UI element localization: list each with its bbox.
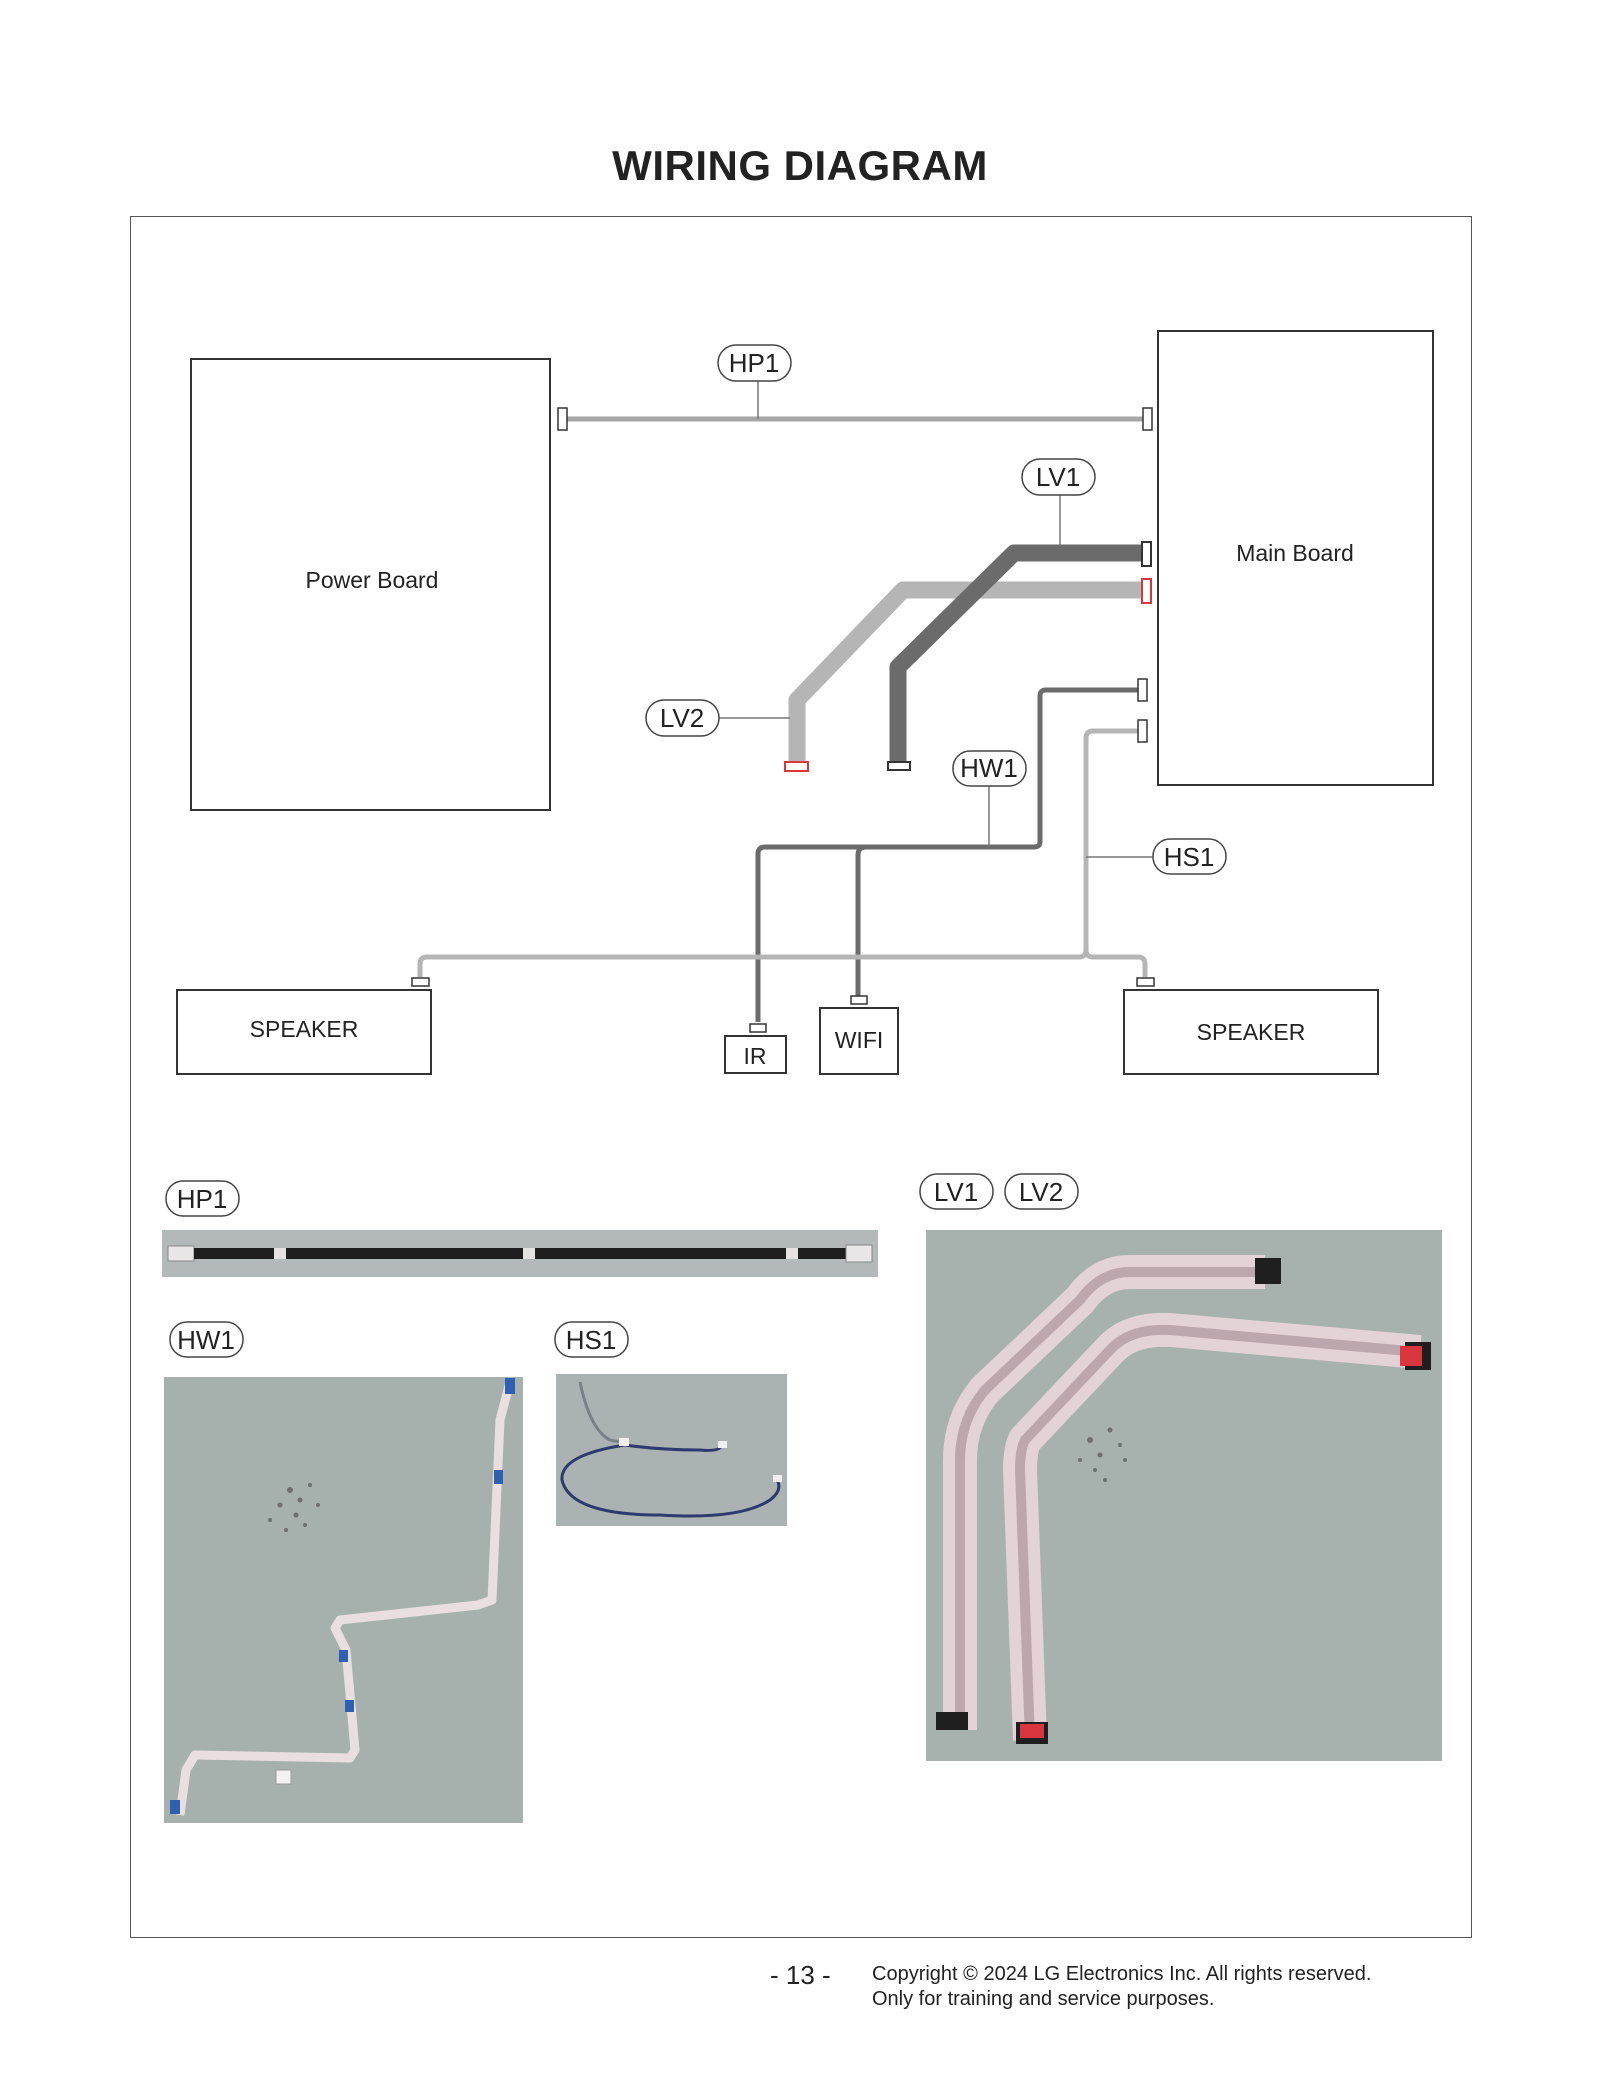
page-number: - 13 - [770, 1960, 831, 1990]
hp1-tag [717, 344, 792, 382]
hs1-cable-right [1083, 949, 1148, 977]
photo-tag-hw1-label: HW1 [177, 1325, 235, 1355]
hw1-connector-ir [749, 1023, 767, 1033]
photo-tag-lv1 [919, 1173, 994, 1210]
photo-tag-lv2 [1004, 1173, 1079, 1210]
lv2-connector-end [784, 761, 809, 772]
photo-tag-hp1-label: HP1 [177, 1184, 228, 1214]
lv1-tag [1021, 458, 1096, 496]
hs1-connector-main [1137, 719, 1148, 743]
hw1-connector-wifi [850, 995, 868, 1005]
photo-hw1 [164, 1377, 523, 1823]
lv1-connector-main [1141, 541, 1152, 567]
photo-hp1 [162, 1230, 878, 1277]
photo-hs1 [556, 1374, 787, 1526]
lv2-cable [788, 581, 1144, 762]
hw1-tag [952, 750, 1027, 787]
photo-tag-hs1-label: HS1 [566, 1325, 617, 1355]
hw1-connector-main [1137, 678, 1148, 702]
hp1-connector-main [1142, 407, 1153, 431]
hs1-cable-trunk [1083, 728, 1139, 950]
photo-tag-hp1 [165, 1180, 240, 1217]
photo-tag-lv2-label: LV2 [1019, 1177, 1063, 1207]
power-board [190, 358, 551, 811]
diagram-frame [130, 216, 1472, 1938]
hw1-tag-label: HW1 [960, 753, 1018, 783]
lv2-connector-main [1141, 578, 1152, 604]
lv1-connector-end [887, 761, 911, 771]
ir-label: IR [744, 1043, 767, 1069]
ir-box [724, 1035, 787, 1074]
lv1-tag-label: LV1 [1036, 462, 1080, 492]
hs1-connector-left [411, 977, 430, 987]
speaker-left-label: SPEAKER [250, 1016, 359, 1042]
lv2-tag [645, 699, 720, 737]
wifi-box [819, 1007, 899, 1075]
hs1-tag-label: HS1 [1164, 842, 1215, 872]
speaker-right-label: SPEAKER [1197, 1019, 1306, 1045]
speaker-left [176, 989, 432, 1075]
photo-tag-lv1-label: LV1 [934, 1177, 978, 1207]
speaker-right [1123, 989, 1379, 1075]
hp1-tag-label: HP1 [729, 348, 780, 378]
photo-tag-hs1 [554, 1321, 629, 1358]
power-board-label: Power Board [306, 567, 439, 593]
hw1-cable-wifi-branch [855, 844, 867, 996]
hp1-connector-power [557, 407, 568, 431]
photo-lv1-lv2 [926, 1230, 1442, 1761]
page-title: WIRING DIAGRAM [612, 142, 988, 189]
hs1-cable-left [417, 949, 1089, 977]
hs1-tag [1152, 838, 1227, 875]
lv2-tag-label: LV2 [660, 703, 704, 733]
hs1-connector-right [1136, 977, 1155, 987]
main-board-label: Main Board [1236, 540, 1354, 566]
hw1-cable [755, 687, 1139, 1022]
main-board [1157, 330, 1434, 786]
copyright-text: Copyright © 2024 LG Electronics Inc. All… [872, 1963, 1372, 1985]
photo-tag-hw1 [169, 1321, 244, 1358]
usage-note: Only for training and service purposes. [872, 1988, 1215, 2010]
wifi-label: WIFI [835, 1027, 884, 1053]
lv1-cable [889, 544, 1144, 762]
footer-copyright: Copyright © 2024 LG Electronics Inc. All… [872, 1962, 1371, 2012]
